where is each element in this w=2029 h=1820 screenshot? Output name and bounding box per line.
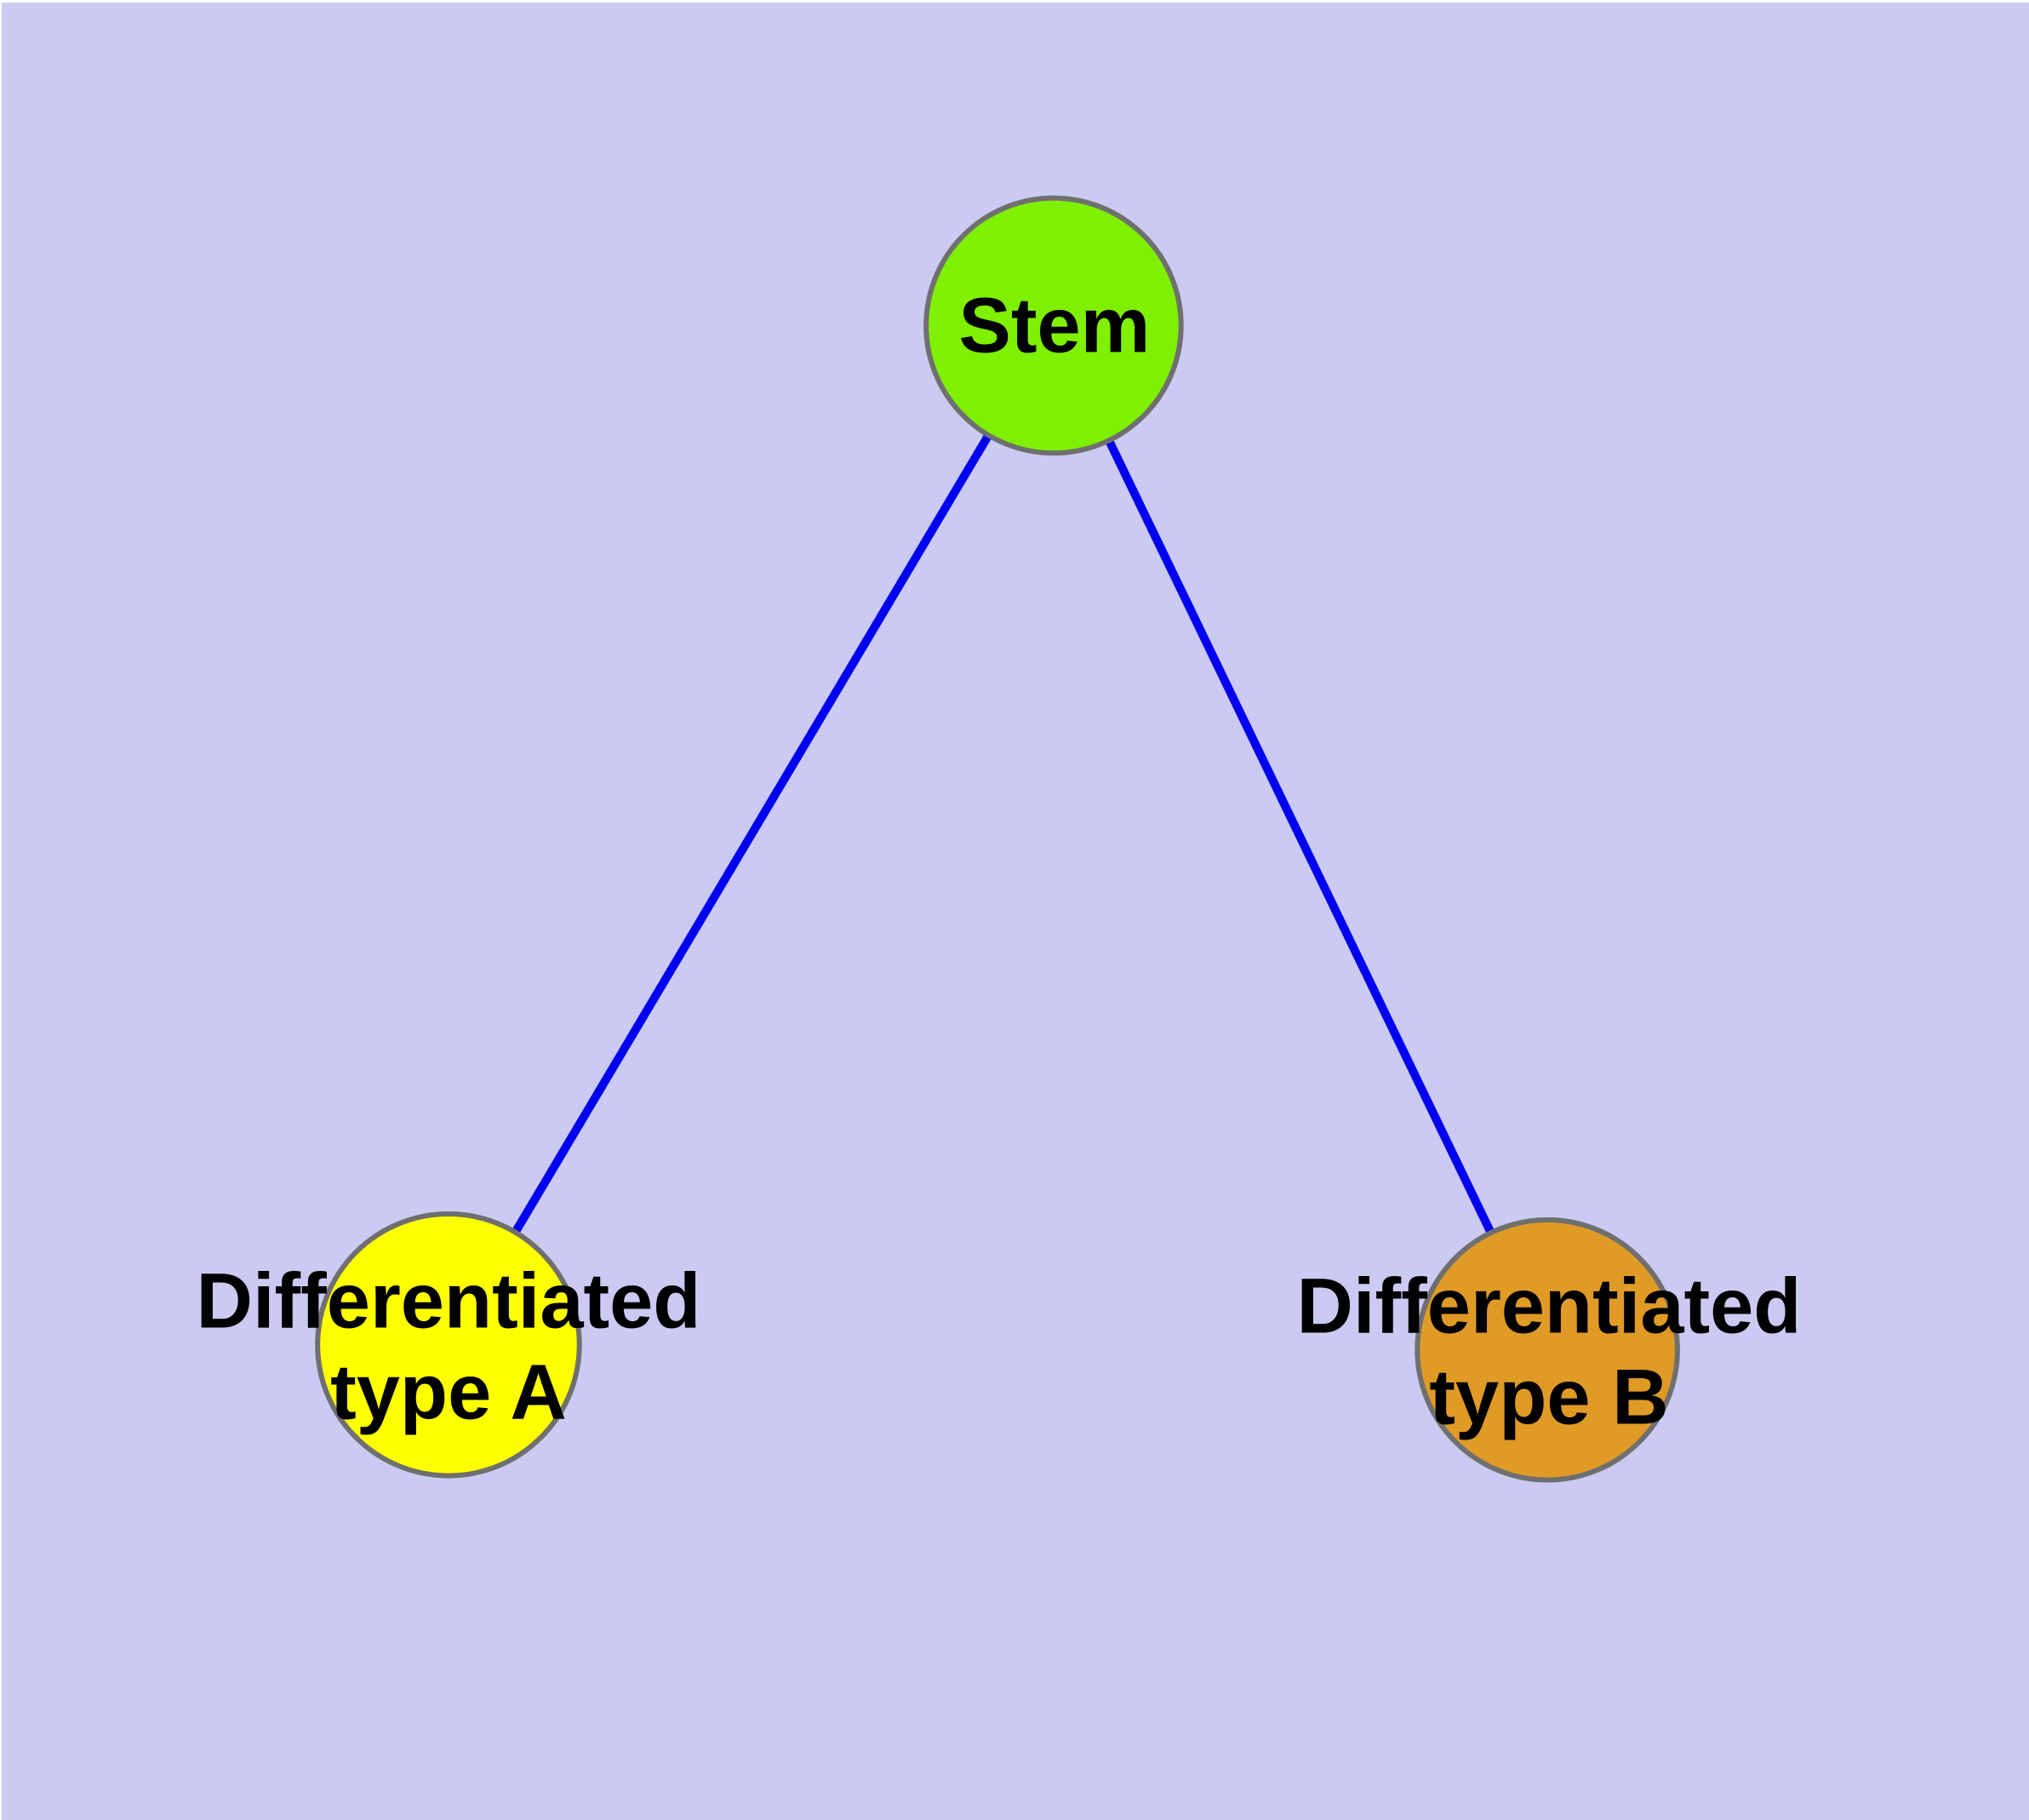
graph-figure [315, 195, 1680, 1483]
edges-layer [444, 323, 1552, 1352]
node-circle-differentiated-type-b [1415, 1216, 1680, 1483]
node-circle-stem [923, 195, 1184, 456]
nodes-layer [315, 195, 1680, 1483]
edge-stem-to-differentiated-type-a [444, 323, 1058, 1348]
node-circle-differentiated-type-a [315, 1211, 582, 1479]
edge-stem-to-differentiated-type-b [1049, 323, 1552, 1352]
